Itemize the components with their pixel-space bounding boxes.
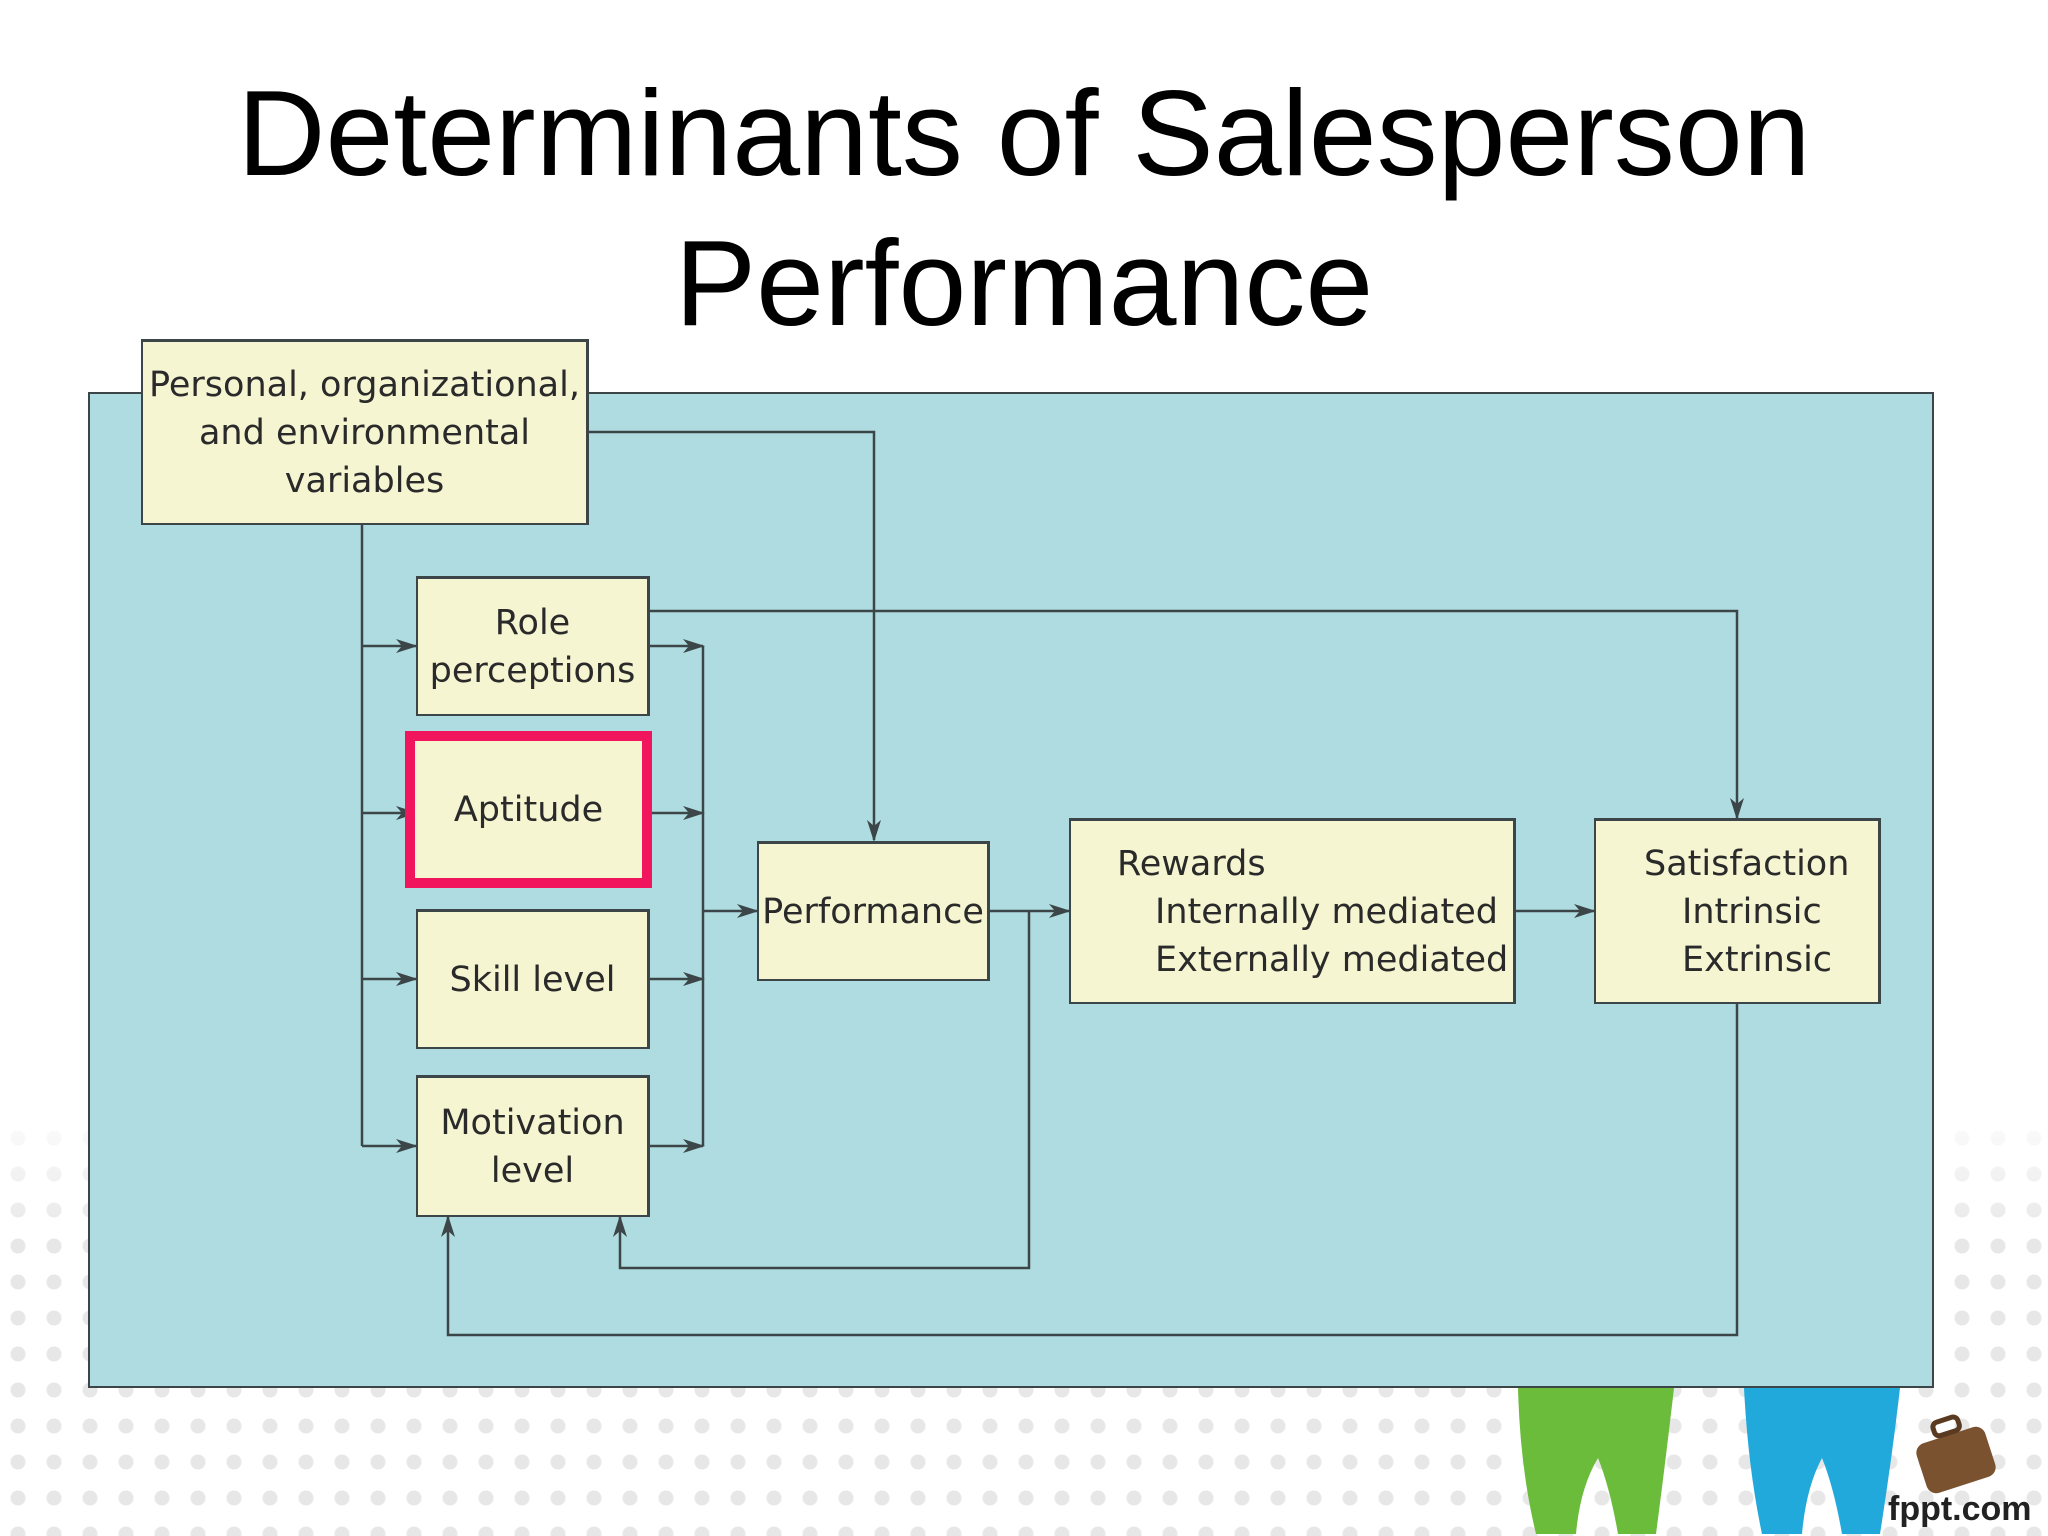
rewards-title: Rewards xyxy=(1117,843,1266,884)
role-perceptions-box: Role perceptions xyxy=(416,576,650,716)
template-logo-graphic xyxy=(1518,1388,1996,1534)
rewards-box: Rewards Internally mediated Externally m… xyxy=(1069,818,1516,1004)
skill-level-box: Skill level xyxy=(416,909,650,1049)
brand-label: fppt.com xyxy=(1888,1490,2032,1528)
connector-role-satisfaction xyxy=(649,609,1744,820)
skill-label: Skill level xyxy=(449,959,616,1000)
variables-line-2: and environmental xyxy=(198,412,531,453)
slide-title: Determinants of Salesperson Performance xyxy=(0,58,2048,358)
satisfaction-box: Satisfaction Intrinsic Extrinsic xyxy=(1594,818,1881,1004)
motivation-line-1: Motivation xyxy=(440,1102,625,1143)
role-line-1: Role xyxy=(494,602,571,643)
title-line-2: Performance xyxy=(674,215,1374,351)
aptitude-label: Aptitude xyxy=(453,789,604,830)
satisfaction-intrinsic: Intrinsic xyxy=(1682,891,1822,932)
connector-feedback-performance xyxy=(613,911,1031,1270)
title-line-1: Determinants of Salesperson xyxy=(237,65,1811,201)
performance-label: Performance xyxy=(762,891,984,932)
variables-line-3: variables xyxy=(284,460,445,501)
rewards-external: Externally mediated xyxy=(1155,939,1509,980)
role-line-2: perceptions xyxy=(429,650,636,691)
aptitude-box: Aptitude xyxy=(405,731,652,888)
satisfaction-extrinsic: Extrinsic xyxy=(1682,939,1833,980)
motivation-line-2: level xyxy=(490,1150,575,1191)
rewards-internal: Internally mediated xyxy=(1155,891,1498,932)
connector-feedback-satisfaction xyxy=(441,1003,1739,1337)
variables-line-1: Personal, organizational, xyxy=(149,364,580,405)
connector-variables-performance xyxy=(588,430,881,842)
performance-box: Performance xyxy=(757,841,990,981)
variables-box: Personal, organizational, and environmen… xyxy=(141,339,589,525)
motivation-level-box: Motivation level xyxy=(416,1075,650,1217)
satisfaction-title: Satisfaction xyxy=(1644,843,1850,884)
